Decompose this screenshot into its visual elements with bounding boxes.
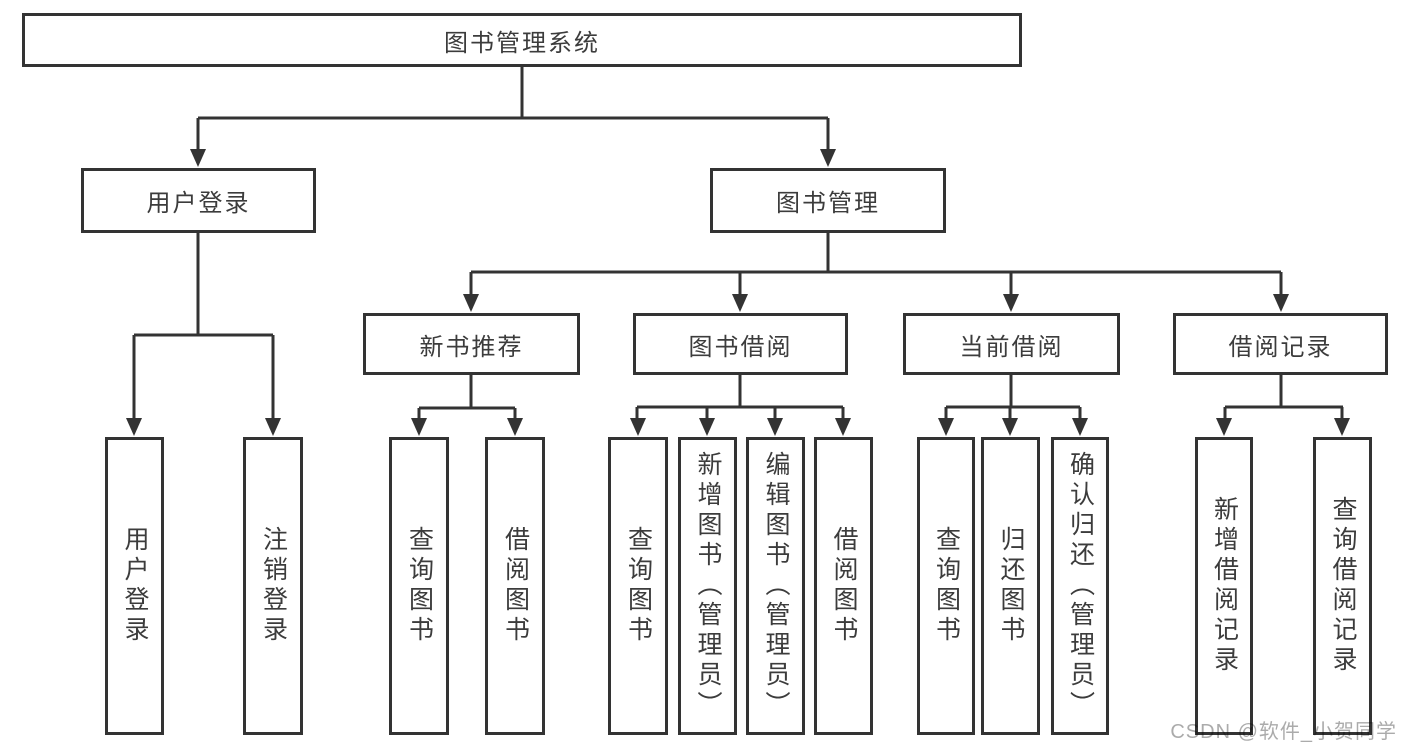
leaf-logout-login: 注销登录 (243, 437, 303, 735)
tree-edges (132, 67, 1344, 420)
node-library-management-system: 图书管理系统 (22, 13, 1022, 67)
leaf-borrow-books: 借阅图书 (814, 437, 873, 735)
leaf-user-login: 用户登录 (105, 437, 164, 735)
node-book-borrowing: 图书借阅 (633, 313, 848, 375)
csdn-watermark: CSDN @软件_小贺同学 (1170, 721, 1397, 743)
leaf-query-borrow-record: 查询借阅记录 (1313, 437, 1372, 735)
node-user-login: 用户登录 (81, 168, 316, 233)
leaf-add-borrow-record: 新增借阅记录 (1195, 437, 1253, 735)
leaf-return-books: 归还图书 (981, 437, 1040, 735)
leaf-query-books-current: 查询图书 (917, 437, 975, 735)
node-book-management: 图书管理 (710, 168, 946, 233)
arrowhead-icons (126, 149, 1350, 436)
leaf-confirm-return-admin: 确认归还（管理员） (1051, 437, 1109, 735)
leaf-borrow-books-recommend: 借阅图书 (485, 437, 545, 735)
node-borrowing-records: 借阅记录 (1173, 313, 1388, 375)
leaf-edit-books-admin: 编辑图书（管理员） (746, 437, 805, 735)
leaf-add-books-admin: 新增图书（管理员） (678, 437, 737, 735)
node-new-book-recommendation: 新书推荐 (363, 313, 580, 375)
leaf-query-books-recommend: 查询图书 (389, 437, 449, 735)
leaf-query-books-borrow: 查询图书 (608, 437, 668, 735)
node-current-borrowing: 当前借阅 (903, 313, 1120, 375)
